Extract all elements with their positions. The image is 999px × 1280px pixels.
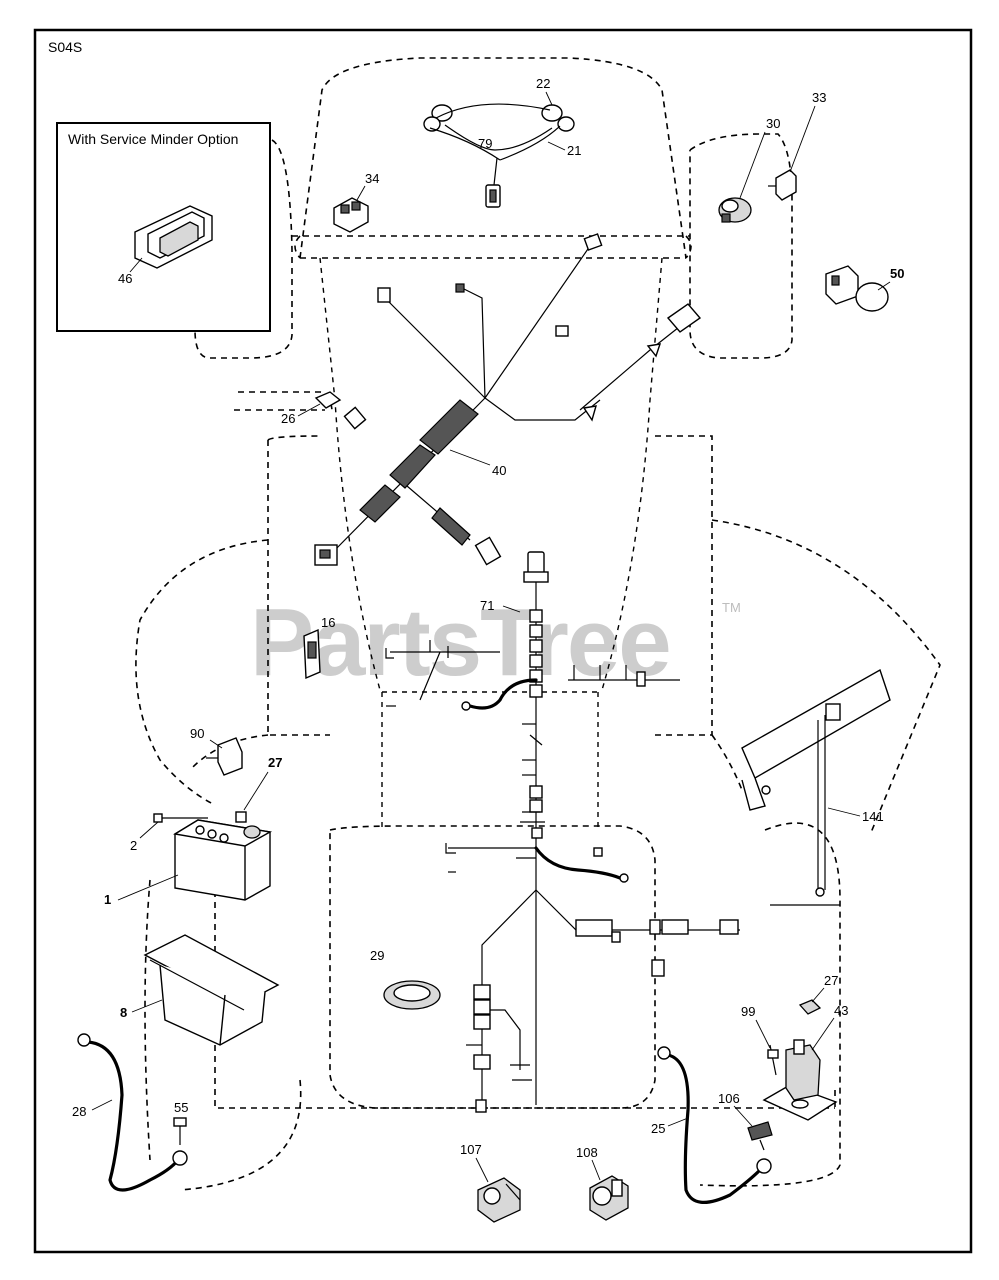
callout-27-rear: 27 [824, 973, 838, 988]
switch-33 [768, 169, 797, 201]
callout-71: 71 [480, 598, 494, 613]
battery-cable-28 [77, 1033, 188, 1192]
rear-harness [445, 843, 740, 1113]
callout-79: 79 [478, 136, 492, 151]
callout-40: 40 [492, 463, 506, 478]
callout-90: 90 [190, 726, 204, 741]
switch-107 [477, 1177, 521, 1223]
callout-8: 8 [120, 1005, 127, 1020]
callout-99: 99 [741, 1004, 755, 1019]
callout-33: 33 [812, 90, 826, 105]
callout-1: 1 [104, 892, 111, 907]
connector-26 [314, 391, 342, 409]
watermark-tm: TM [722, 600, 741, 615]
callout-27-battery: 27 [268, 755, 282, 770]
switch-34 [333, 197, 369, 233]
grommet-29 [383, 980, 441, 1010]
screw-55 [173, 1117, 187, 1145]
callout-28: 28 [72, 1104, 86, 1119]
relay-90 [206, 737, 243, 776]
callout-50: 50 [890, 266, 904, 281]
harness-71 [385, 551, 680, 1105]
callout-25: 25 [651, 1121, 665, 1136]
inset-title: With Service Minder Option [68, 131, 238, 147]
switch-108 [589, 1175, 629, 1221]
battery-cable-25 [657, 1046, 772, 1204]
callout-141: 141 [862, 809, 884, 824]
service-minder-inset: With Service Minder Option 46 [56, 122, 271, 332]
callout-22: 22 [536, 76, 550, 91]
callout-107: 107 [460, 1142, 482, 1157]
callout-43: 43 [834, 1003, 848, 1018]
screw-99 [767, 1044, 779, 1076]
callout-108: 108 [576, 1145, 598, 1160]
callout-29: 29 [370, 948, 384, 963]
solenoid-43 [762, 1039, 838, 1121]
callout-106: 106 [718, 1091, 740, 1106]
battery-bolt-2 [153, 811, 247, 823]
callout-16: 16 [321, 615, 335, 630]
callout-46: 46 [118, 271, 132, 286]
clip-106 [747, 1121, 773, 1151]
pto-switch-assembly-141 [741, 668, 891, 906]
diagram-frame [33, 28, 973, 1254]
battery-tray-8 [143, 934, 280, 1046]
callout-21: 21 [567, 143, 581, 158]
headlight-harness [423, 103, 575, 208]
tractor-outline [135, 57, 941, 1191]
nut-27-rear [798, 999, 822, 1015]
callout-2: 2 [130, 838, 137, 853]
callout-30: 30 [766, 116, 780, 131]
ignition-switch-30 [718, 197, 752, 223]
main-harness-40 [314, 233, 702, 566]
callout-26: 26 [281, 411, 295, 426]
service-minder-module [134, 205, 213, 269]
switch-16 [303, 628, 321, 680]
callout-55: 55 [174, 1100, 188, 1115]
diagram-code: S04S [48, 39, 82, 55]
callout-34: 34 [365, 171, 379, 186]
switch-50 [825, 265, 889, 312]
battery-1 [173, 819, 273, 901]
watermark: PartsTree [250, 589, 670, 696]
